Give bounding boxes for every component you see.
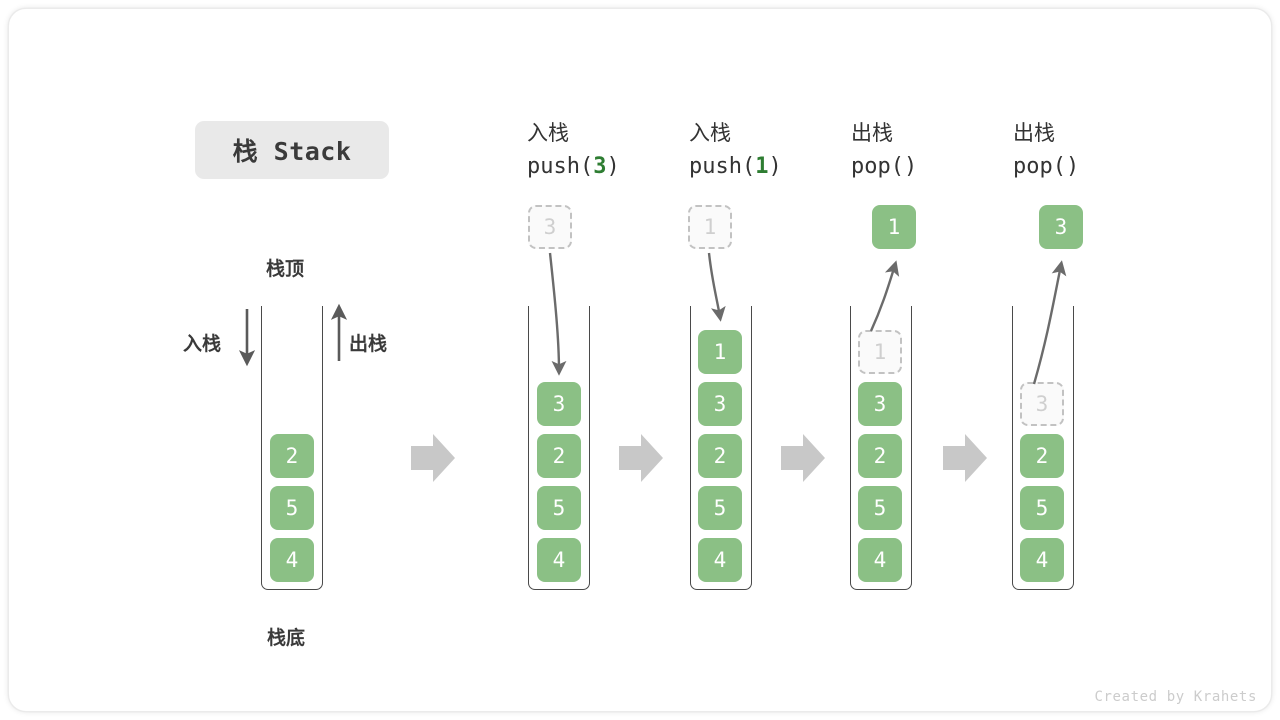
- code-prefix: push(: [527, 154, 594, 179]
- stack-cell: 4: [698, 538, 742, 582]
- code-suffix: ): [768, 154, 782, 179]
- stack-cell: 5: [1020, 486, 1064, 530]
- stack-container-initial: [261, 306, 323, 590]
- step-header-code: pop(): [1013, 150, 1079, 183]
- label-stack-top: 栈顶: [266, 258, 305, 280]
- popped-cell: 1: [872, 205, 916, 249]
- diagram-stage: 栈 Stack 栈顶 入栈 出栈 2 5 4 栈底 入栈 push(3) 3 3…: [9, 9, 1271, 711]
- stack-container-pop-1: [850, 306, 912, 590]
- step-arrow: [411, 434, 455, 482]
- code-argument: 1: [755, 154, 769, 179]
- step-header-cn: 入栈: [527, 121, 569, 145]
- stack-cell: 3: [537, 382, 581, 426]
- step-header-cn: 出栈: [1013, 121, 1055, 145]
- stack-cell: 2: [1020, 434, 1064, 478]
- stack-cell: 3: [858, 382, 902, 426]
- arrow-overlay: [238, 252, 1067, 482]
- step-header-code: push(1): [689, 150, 782, 183]
- step-header-push-3: 入栈 push(3): [527, 117, 620, 183]
- step-header-cn: 入栈: [689, 121, 731, 145]
- step-header-code: push(3): [527, 150, 620, 183]
- code-argument: 3: [593, 154, 607, 179]
- ghost-cell-incoming: 3: [528, 205, 572, 249]
- step-header-cn: 出栈: [851, 121, 893, 145]
- ghost-cell-incoming: 1: [688, 205, 732, 249]
- step-arrow: [781, 434, 825, 482]
- code-suffix: ): [606, 154, 620, 179]
- stack-cell: 4: [537, 538, 581, 582]
- stack-cell: 5: [270, 486, 314, 530]
- step-header-pop-1: 出栈 pop(): [851, 117, 917, 183]
- stack-container-push-3: [528, 306, 590, 590]
- step-arrow: [943, 434, 987, 482]
- step-arrow: [619, 434, 663, 482]
- stack-cell: 5: [698, 486, 742, 530]
- code-prefix: pop(: [851, 154, 904, 179]
- code-prefix: push(: [689, 154, 756, 179]
- stack-cell: 4: [270, 538, 314, 582]
- stack-container-pop-3: [1012, 306, 1074, 590]
- stack-cell: 2: [270, 434, 314, 478]
- popped-cell: 3: [1039, 205, 1083, 249]
- stack-cell: 2: [858, 434, 902, 478]
- stack-cell: 5: [537, 486, 581, 530]
- stack-cell: 4: [1020, 538, 1064, 582]
- label-stack-bottom: 栈底: [267, 627, 306, 649]
- stack-cell: 5: [858, 486, 902, 530]
- stack-cell: 2: [537, 434, 581, 478]
- label-pop-side: 出栈: [349, 333, 388, 355]
- step-header-code: pop(): [851, 150, 917, 183]
- ghost-cell-removed: 1: [858, 330, 902, 374]
- stack-cell: 4: [858, 538, 902, 582]
- step-header-pop-3: 出栈 pop(): [1013, 117, 1079, 183]
- step-header-push-1: 入栈 push(1): [689, 117, 782, 183]
- page-title: 栈 Stack: [195, 121, 389, 179]
- diagram-card: 栈 Stack 栈顶 入栈 出栈 2 5 4 栈底 入栈 push(3) 3 3…: [8, 8, 1272, 712]
- code-suffix: ): [1065, 154, 1080, 179]
- credit-text: Created by Krahets: [1094, 689, 1257, 705]
- label-push-side: 入栈: [183, 333, 222, 355]
- stack-container-push-1: [690, 306, 752, 590]
- ghost-cell-removed: 3: [1020, 382, 1064, 426]
- code-suffix: ): [903, 154, 918, 179]
- stack-cell: 1: [698, 330, 742, 374]
- stack-cell: 3: [698, 382, 742, 426]
- stack-cell: 2: [698, 434, 742, 478]
- code-prefix: pop(: [1013, 154, 1066, 179]
